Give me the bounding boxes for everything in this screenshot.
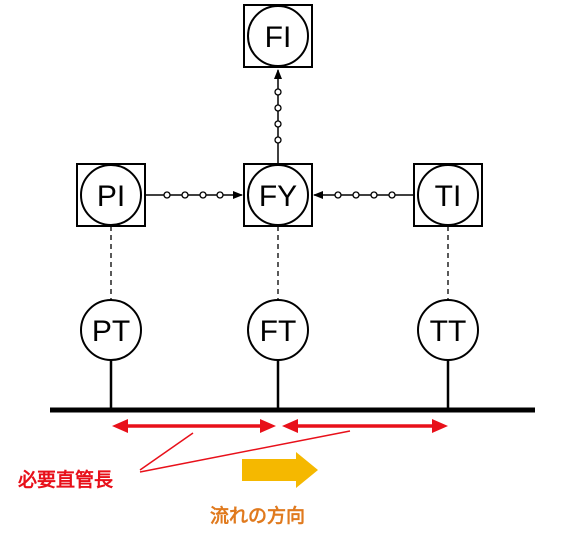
link-dot bbox=[334, 191, 342, 199]
ft-transmitter: FT bbox=[247, 299, 309, 409]
link-dot bbox=[216, 191, 224, 199]
fy-label: FY bbox=[259, 180, 297, 213]
link-dot bbox=[163, 191, 171, 199]
fi-circle bbox=[247, 5, 309, 67]
pi-instrument: PI bbox=[76, 163, 146, 227]
pi-label: PI bbox=[97, 180, 125, 213]
link-dot bbox=[274, 88, 282, 96]
tt-label: TT bbox=[430, 315, 467, 348]
pi-circle bbox=[80, 164, 142, 226]
pt-label: PT bbox=[92, 315, 130, 348]
pt-transmitter: PT bbox=[80, 299, 142, 409]
link-dot bbox=[274, 104, 282, 112]
fy-circle bbox=[247, 164, 309, 226]
fi-label: FI bbox=[265, 21, 292, 54]
flow-direction-arrow bbox=[242, 452, 318, 488]
leader-line-left bbox=[139, 432, 194, 471]
link-dot bbox=[388, 191, 396, 199]
signal-ti-to-fy bbox=[313, 191, 414, 199]
signal-fy-to-fi bbox=[274, 69, 282, 164]
straight-length-arrow-left bbox=[112, 419, 276, 433]
link-dot bbox=[274, 120, 282, 128]
fi-instrument: FI bbox=[243, 4, 313, 68]
leader-line-right bbox=[139, 430, 351, 473]
straight-pipe-length-label: 必要直管長 bbox=[17, 468, 114, 491]
ti-circle bbox=[417, 164, 479, 226]
ti-label: TI bbox=[435, 180, 462, 213]
tt-transmitter: TT bbox=[417, 299, 479, 409]
fy-instrument: FY bbox=[243, 163, 313, 227]
ti-instrument: TI bbox=[413, 163, 483, 227]
link-dot bbox=[181, 191, 189, 199]
straight-length-arrow-right bbox=[282, 419, 448, 433]
link-dot bbox=[199, 191, 207, 199]
link-dot bbox=[274, 136, 282, 144]
signal-pi-to-fy bbox=[145, 191, 243, 199]
flow-direction-label: 流れの方向 bbox=[210, 504, 305, 527]
link-dot bbox=[352, 191, 360, 199]
link-dot bbox=[370, 191, 378, 199]
ft-label: FT bbox=[260, 315, 297, 348]
